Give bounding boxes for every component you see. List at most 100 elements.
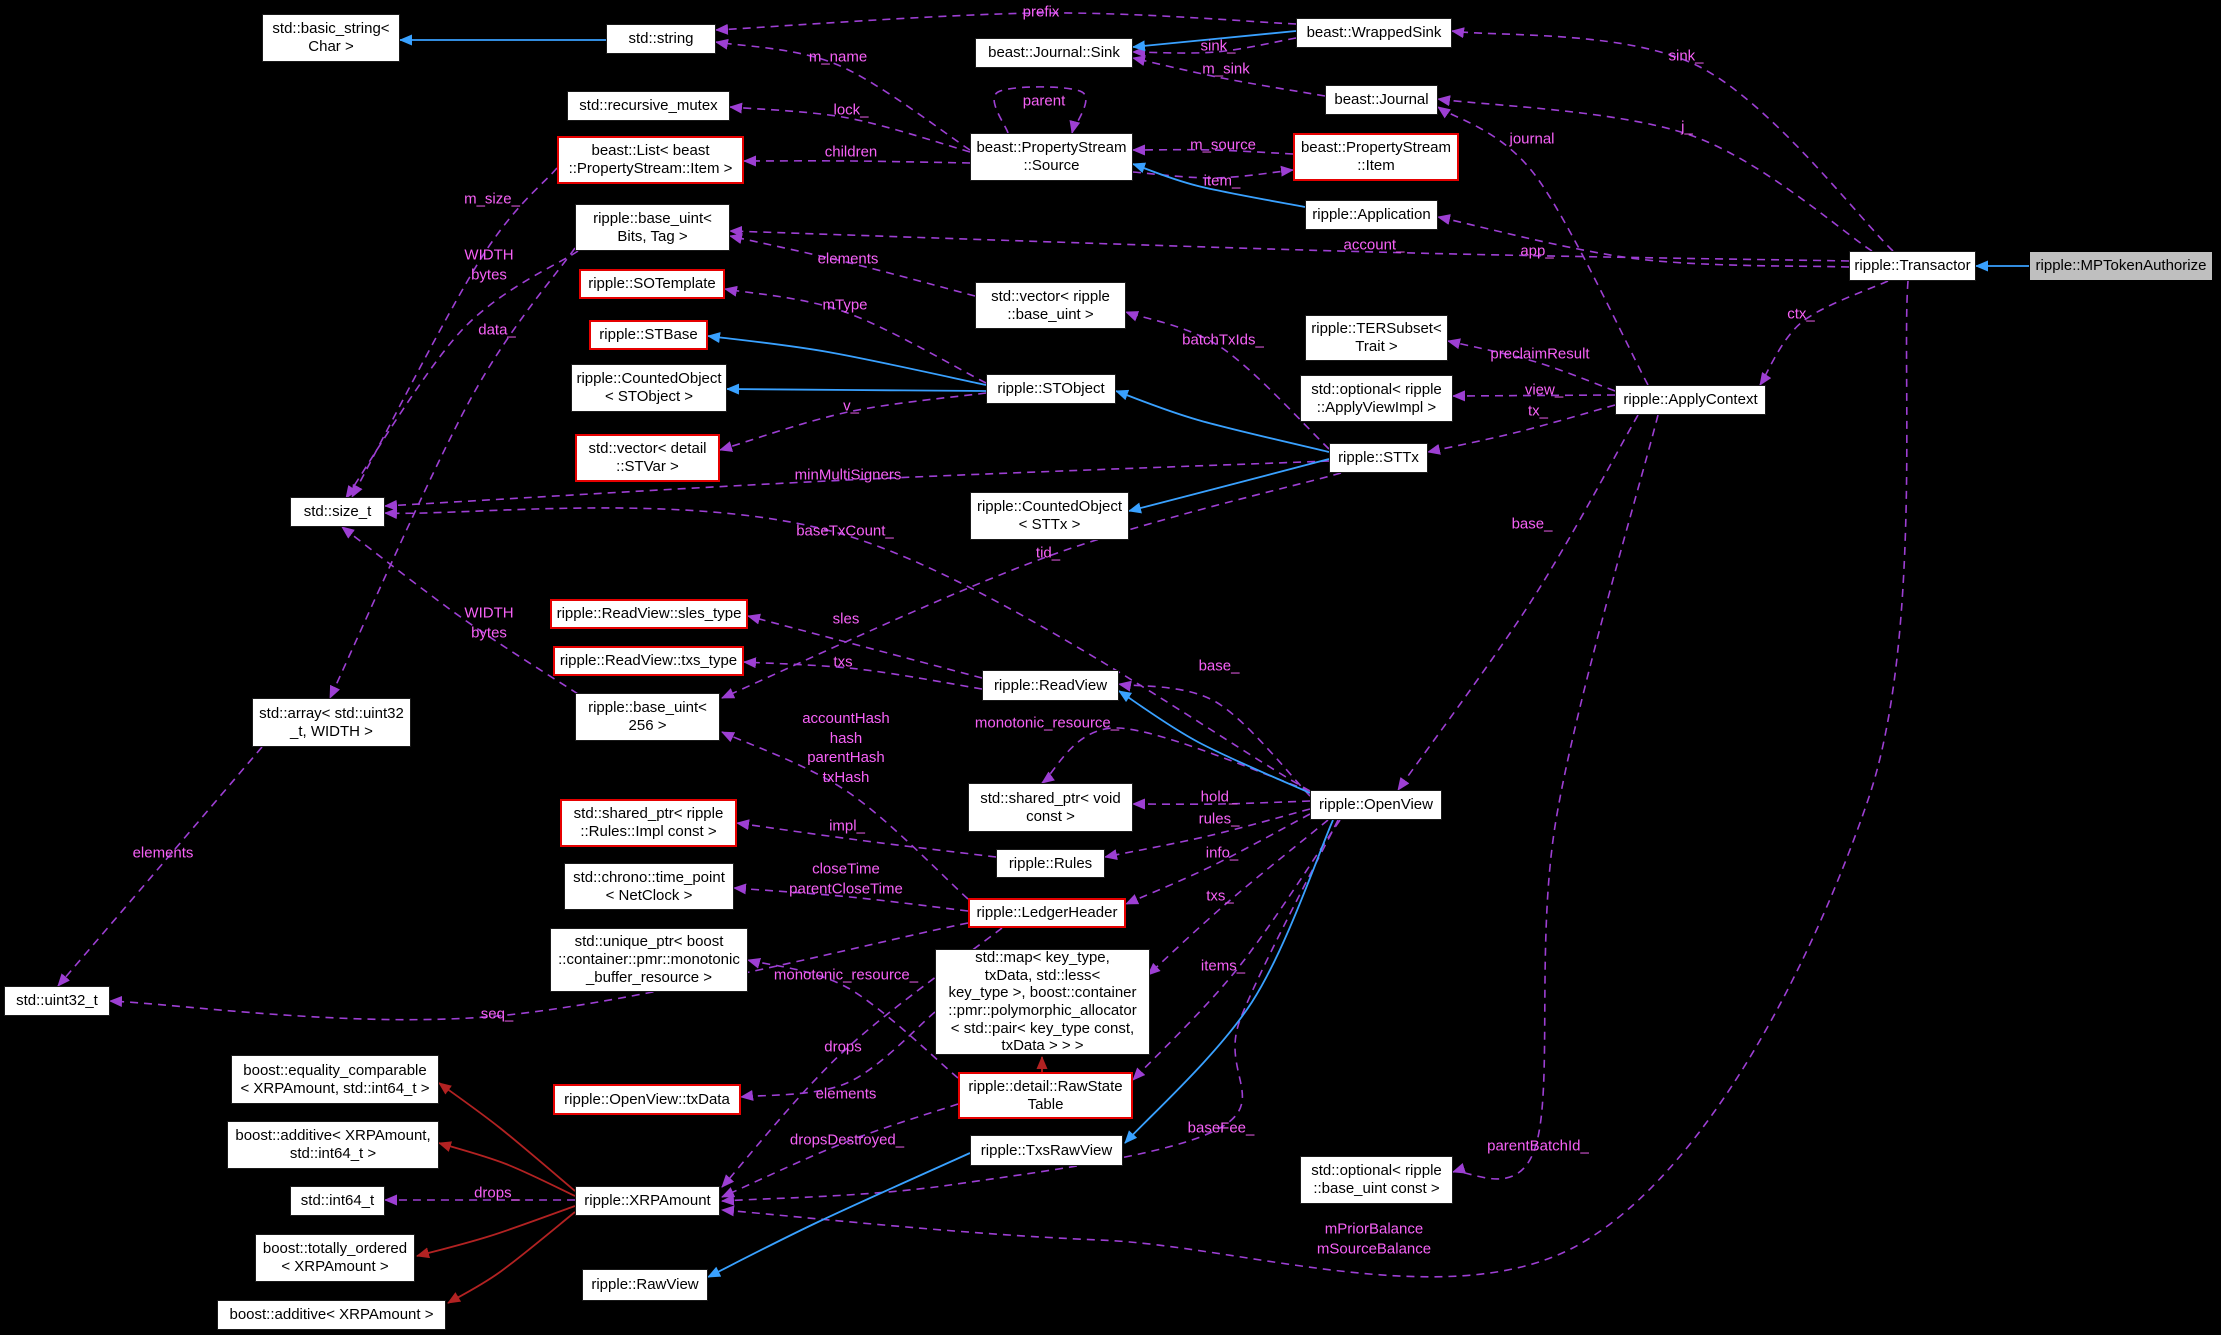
node-counted-sttx[interactable]: ripple::CountedObject < STTx > [970, 492, 1129, 540]
edge-seq [109, 922, 969, 1021]
node-additive-xrp[interactable]: boost::additive< XRPAmount > [217, 1300, 446, 1330]
node-map-txdata[interactable]: std::map< key_type, txData, std::less< k… [935, 949, 1150, 1055]
node-rawview[interactable]: ripple::RawView [582, 1269, 708, 1301]
edge-label-elements-array: elements [132, 844, 194, 862]
edge-inh-wrappedsink [1132, 30, 1297, 52]
edge-basefee [721, 819, 1339, 1206]
edge-label-mpriorbalance: mPriorBalance mSourceBalance [1316, 1220, 1432, 1258]
edge-width-bytes-a [345, 250, 579, 499]
edge-data-a [329, 247, 576, 699]
edge-closetime [733, 883, 969, 912]
edge-info [1125, 813, 1311, 905]
edge-inh-stobject-stbase [707, 332, 987, 386]
edge-txs-readview [743, 657, 983, 690]
node-std-string[interactable]: std::string [606, 24, 716, 54]
edge-label-m-size: m_size_ [464, 190, 520, 208]
node-ledgerheader[interactable]: ripple::LedgerHeader [968, 898, 1126, 928]
node-base-uint-bits-tag[interactable]: ripple::base_uint< Bits, Tag > [575, 204, 730, 251]
node-propertystream-item[interactable]: beast::PropertyStream ::Item [1293, 133, 1459, 181]
node-application[interactable]: ripple::Application [1305, 200, 1438, 230]
edge-m-name [715, 38, 971, 151]
node-wrapped-sink[interactable]: beast::WrappedSink [1296, 18, 1452, 48]
node-vector-base-uint[interactable]: std::vector< ripple ::base_uint > [975, 282, 1126, 329]
edge-label-j: j_ [1681, 118, 1693, 136]
edge-sink-wrapped [1132, 37, 1297, 58]
edge-priv-equality [438, 1082, 576, 1192]
edge-inh-sttx-stobject [1115, 389, 1330, 453]
edge-label-sles: sles [832, 610, 860, 628]
edge-impl [736, 819, 997, 858]
node-txs-type[interactable]: ripple::ReadView::txs_type [553, 646, 744, 676]
edge-sles [747, 613, 983, 679]
node-tersubset[interactable]: ripple::TERSubset< Trait > [1305, 315, 1448, 361]
node-sotemplate[interactable]: ripple::SOTemplate [579, 269, 725, 299]
edge-label-width-bytes-b: WIDTH bytes [464, 604, 514, 642]
node-unique-ptr-monotonic[interactable]: std::unique_ptr< boost ::container::pmr:… [550, 928, 748, 992]
node-beast-journal[interactable]: beast::Journal [1325, 85, 1438, 115]
edge-tx [1427, 404, 1616, 455]
edge-label-batchtxids: batchTxIds_ [1182, 331, 1264, 349]
edge-elements-array [57, 746, 263, 987]
node-transactor[interactable]: ripple::Transactor [1849, 251, 1976, 281]
edge-priv-additive-int64 [438, 1141, 576, 1197]
node-equality-comparable[interactable]: boost::equality_comparable < XRPAmount, … [231, 1055, 439, 1104]
node-rawstatetable[interactable]: ripple::detail::RawState Table [958, 1072, 1133, 1119]
edge-label-base-right: base_ [1511, 515, 1553, 533]
edge-label-prefix: prefix [1022, 3, 1060, 21]
edge-tid [721, 472, 1342, 699]
node-sles-type[interactable]: ripple::ReadView::sles_type [550, 599, 748, 629]
node-sttx[interactable]: ripple::STTx [1329, 443, 1428, 473]
node-array-uint32[interactable]: std::array< std::uint32 _t, WIDTH > [252, 698, 411, 747]
node-shared-ptr-void[interactable]: std::shared_ptr< void const > [968, 783, 1133, 832]
edge-hold [1132, 798, 1311, 810]
node-openview-txdata[interactable]: ripple::OpenView::txData [553, 1084, 741, 1115]
node-counted-stobject[interactable]: ripple::CountedObject < STObject > [571, 364, 727, 412]
node-applycontext[interactable]: ripple::ApplyContext [1615, 385, 1766, 415]
edge-label-v: v_ [843, 397, 859, 415]
edge-basetxcount [384, 507, 1311, 792]
node-basic-string[interactable]: std::basic_string< Char > [262, 14, 400, 62]
node-additive-int64[interactable]: boost::additive< XRPAmount, std::int64_t… [227, 1121, 439, 1169]
node-openview[interactable]: ripple::OpenView [1310, 790, 1442, 820]
edge-label-impl: impl_ [829, 817, 865, 835]
edge-label-parent: parent [1022, 92, 1066, 110]
edge-label-elements-vector: elements [817, 250, 879, 268]
node-stobject[interactable]: ripple::STObject [986, 374, 1116, 404]
node-readview[interactable]: ripple::ReadView [982, 670, 1119, 701]
node-journal-sink[interactable]: beast::Journal::Sink [975, 38, 1133, 68]
edge-label-journal: journal [1509, 130, 1555, 148]
node-base-uint-256[interactable]: ripple::base_uint< 256 > [575, 693, 720, 741]
node-size-t[interactable]: std::size_t [290, 497, 385, 527]
node-beast-list[interactable]: beast::List< beast ::PropertyStream::Ite… [557, 136, 744, 184]
edge-label-width-bytes-a: WIDTH bytes [464, 246, 514, 284]
edge-label-basetxcount: baseTxCount_ [796, 522, 894, 540]
edge-label-hashes: accountHash hash parentHash txHash [802, 710, 890, 786]
node-stbase[interactable]: ripple::STBase [589, 320, 708, 350]
node-optional-base-uint[interactable]: std::optional< ripple ::base_uint const … [1300, 1156, 1453, 1204]
edge-monotonic-b [747, 957, 959, 1079]
node-propertystream-source[interactable]: beast::PropertyStream ::Source [970, 133, 1133, 181]
edge-dropsdestroyed [721, 1103, 959, 1198]
edge-priv-additive-xrp [447, 1211, 576, 1304]
node-time-point[interactable]: std::chrono::time_point < NetClock > [564, 863, 734, 910]
node-mptokenauthorize: ripple::MPTokenAuthorize [2029, 251, 2213, 281]
node-int64-t[interactable]: std::int64_t [290, 1186, 385, 1216]
node-recursive-mutex[interactable]: std::recursive_mutex [567, 91, 730, 121]
node-rules[interactable]: ripple::Rules [996, 849, 1105, 878]
edge-label-ctx: ctx_ [1787, 305, 1815, 323]
edge-hashes [721, 731, 969, 900]
edge-priv-totally-ordered [416, 1205, 576, 1259]
node-shared-ptr-rules-impl[interactable]: std::shared_ptr< ripple ::Rules::Impl co… [560, 799, 737, 847]
node-totally-ordered[interactable]: boost::totally_ordered < XRPAmount > [255, 1234, 415, 1282]
node-xrpamount[interactable]: ripple::XRPAmount [575, 1186, 720, 1216]
edge-label-closetime: closeTime parentCloseTime [789, 860, 903, 898]
edge-label-rules: rules_ [1198, 810, 1240, 828]
node-uint32-t[interactable]: std::uint32_t [4, 986, 110, 1016]
edge-txs-openview [1147, 819, 1329, 976]
node-vector-stvar[interactable]: std::vector< detail ::STVar > [575, 434, 720, 482]
edge-j [1437, 95, 1873, 252]
node-optional-applyviewimpl[interactable]: std::optional< ripple ::ApplyViewImpl > [1300, 375, 1453, 422]
node-txsrawview[interactable]: ripple::TxsRawView [970, 1135, 1123, 1166]
edge-width-bytes-b [341, 526, 579, 695]
